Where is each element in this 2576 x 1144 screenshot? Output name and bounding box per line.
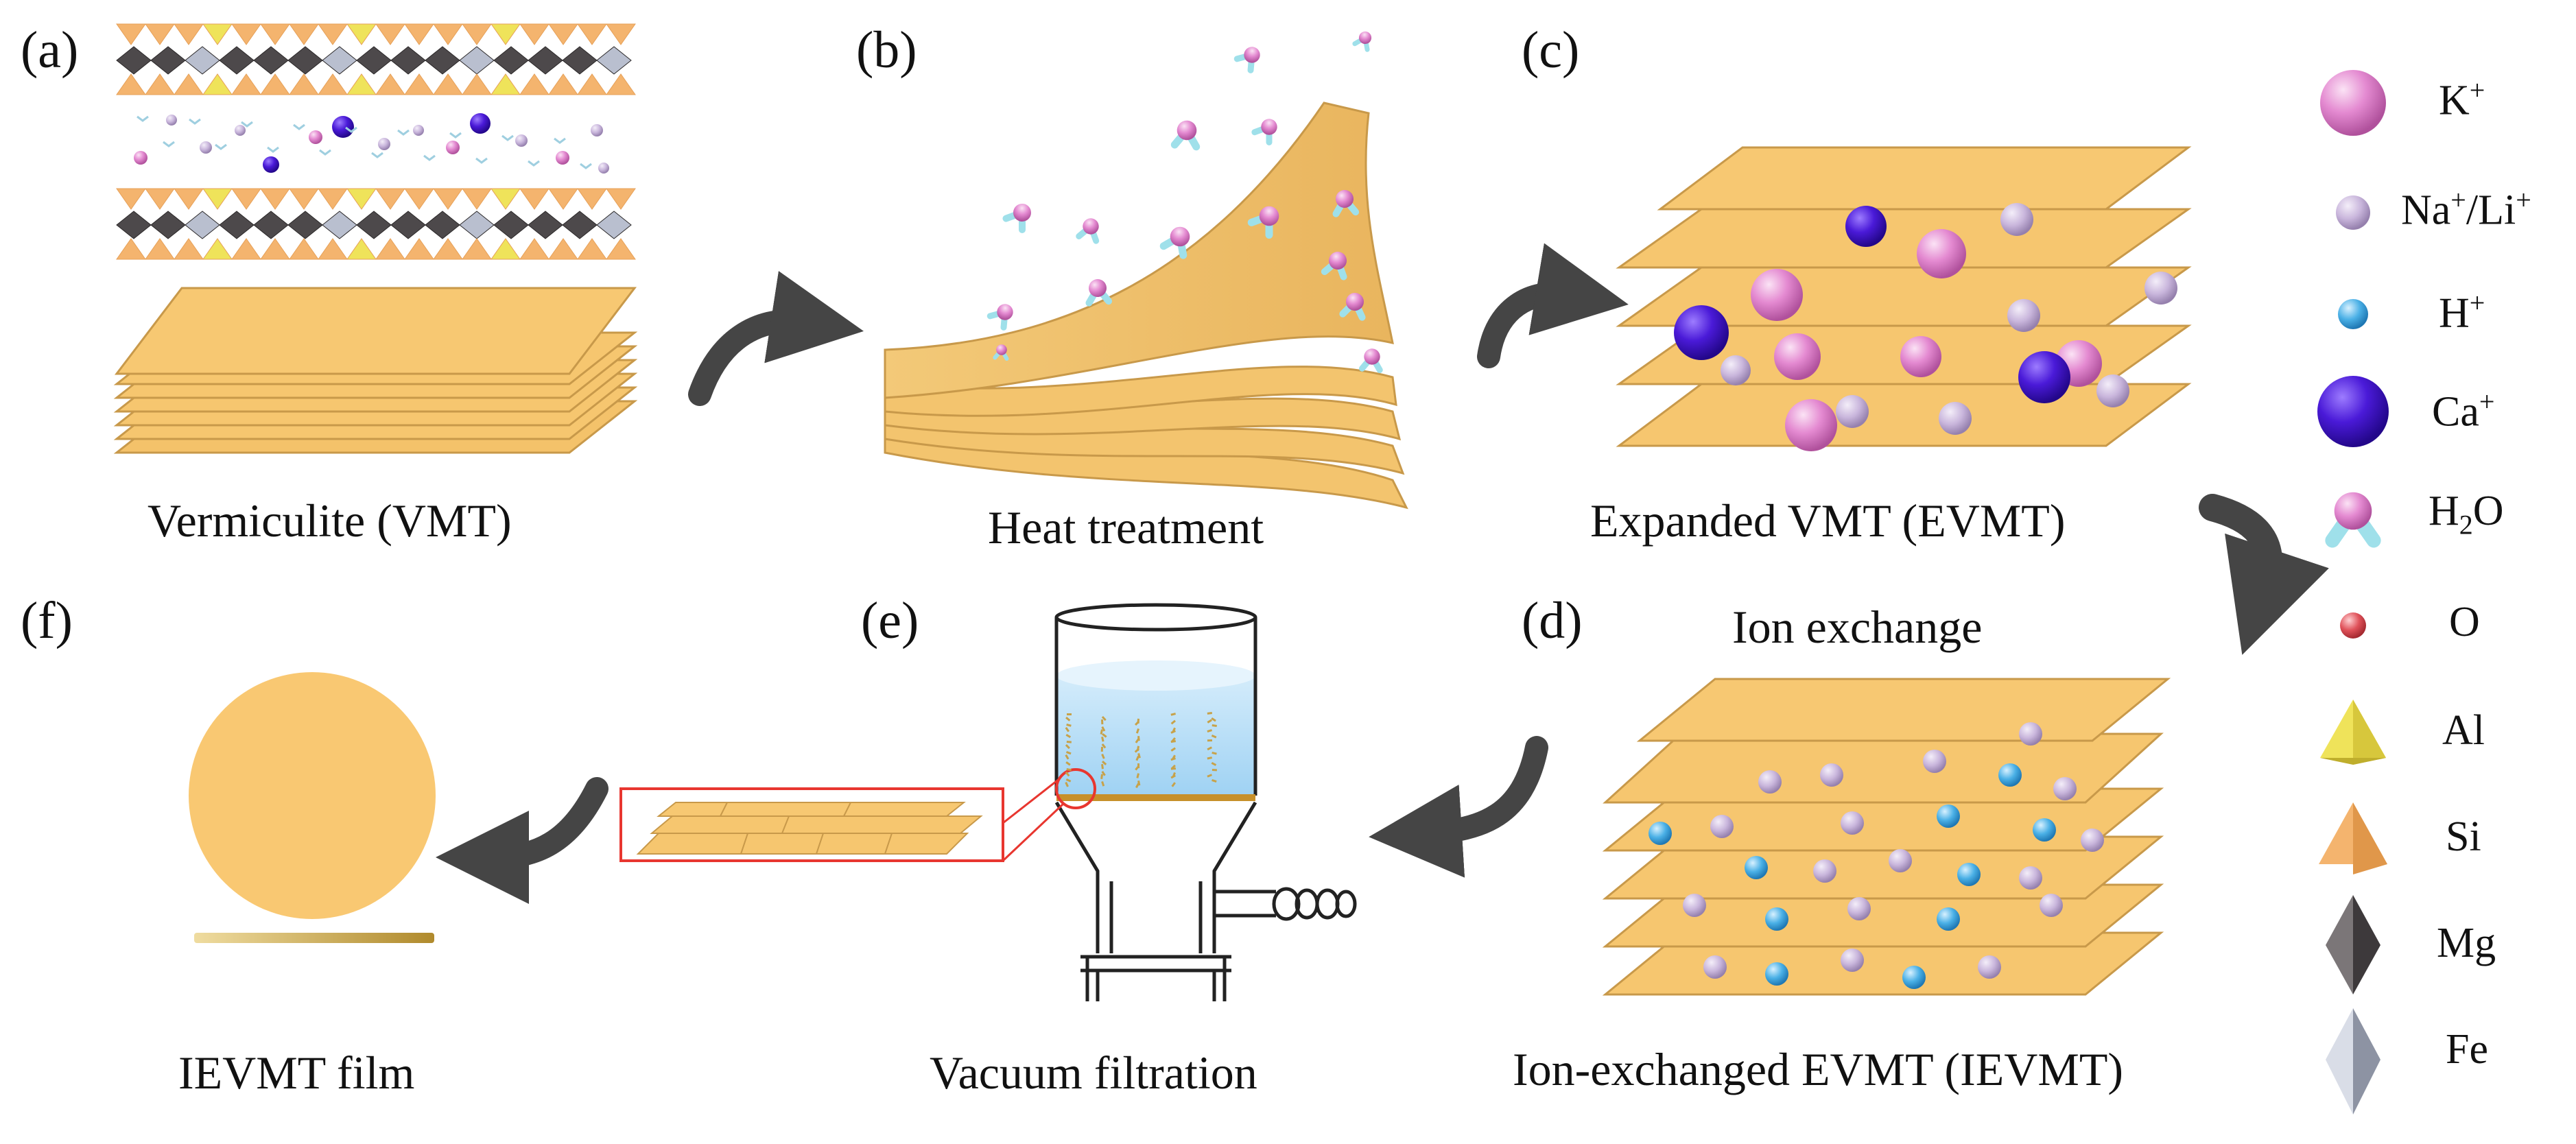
ievmt-film-side-view xyxy=(194,933,434,943)
magnified-filter-cake xyxy=(619,777,1065,862)
heat-treated-bent-sheets xyxy=(884,102,1408,510)
water-molecule-icon xyxy=(2322,492,2384,551)
k-ion-icon xyxy=(2320,70,2386,136)
legend-o: O xyxy=(2449,599,2480,645)
interlayer-cations xyxy=(1674,203,2177,451)
exchanged-ions xyxy=(1649,722,2104,989)
si-tetrahedron-icon xyxy=(2319,802,2387,874)
caption-evmt: Expanded VMT (EVMT) xyxy=(1590,494,2066,547)
ca-ion-icon xyxy=(2317,376,2389,447)
legend-k: K+ xyxy=(2439,75,2485,124)
arrow-c-to-d xyxy=(2199,494,2329,655)
vmt-crystal-structure xyxy=(116,23,636,260)
panel-d-tag: (d) xyxy=(1522,592,1583,650)
legend-icons xyxy=(2317,70,2389,1115)
arrow-b-to-c xyxy=(1477,243,1629,368)
legend-mg: Mg xyxy=(2437,920,2496,966)
legend-h2o: H2O xyxy=(2429,488,2504,540)
arrow-d-to-e xyxy=(1369,736,1548,878)
panel-c-tag: (c) xyxy=(1522,21,1580,79)
legend-h: H+ xyxy=(2439,287,2485,337)
caption-vmt: Vermiculite (VMT) xyxy=(147,494,512,547)
legend-al: Al xyxy=(2442,707,2485,754)
ion-exchanged-sheets xyxy=(1602,678,2171,996)
h-ion-icon xyxy=(2338,299,2368,329)
arrow-a-to-b xyxy=(688,271,864,406)
ievmt-film-disk xyxy=(189,672,436,919)
vmt-stacked-sheets xyxy=(113,287,638,454)
legend-ca: Ca+ xyxy=(2432,386,2495,436)
panel-b-tag: (b) xyxy=(856,21,917,79)
o-atom-icon xyxy=(2340,612,2366,639)
arrow-e-to-f xyxy=(436,777,608,904)
legend-si: Si xyxy=(2446,813,2481,860)
caption-ion-exchange: Ion exchange xyxy=(1732,601,1983,653)
legend-fe: Fe xyxy=(2446,1026,2488,1073)
caption-heat-treatment: Heat treatment xyxy=(988,501,1264,553)
legend-na-li: Na+/Li+ xyxy=(2401,184,2531,234)
al-tetrahedron-icon xyxy=(2320,700,2386,765)
suspended-nanosheets xyxy=(1065,712,1217,789)
panel-e-tag: (e) xyxy=(861,592,919,650)
caption-vacuum-filtration: Vacuum filtration xyxy=(930,1047,1257,1099)
fe-octahedron-icon xyxy=(2326,1008,2380,1115)
caption-ievmt-film: IEVMT film xyxy=(178,1047,415,1099)
mg-octahedron-icon xyxy=(2326,895,2380,994)
caption-ievmt: Ion-exchanged EVMT (IEVMT) xyxy=(1513,1043,2124,1095)
na-li-ion-icon xyxy=(2336,195,2370,230)
panel-f-tag: (f) xyxy=(21,592,73,650)
vacuum-filtration-apparatus xyxy=(1054,603,1357,1001)
panel-a-tag: (a) xyxy=(21,21,79,79)
